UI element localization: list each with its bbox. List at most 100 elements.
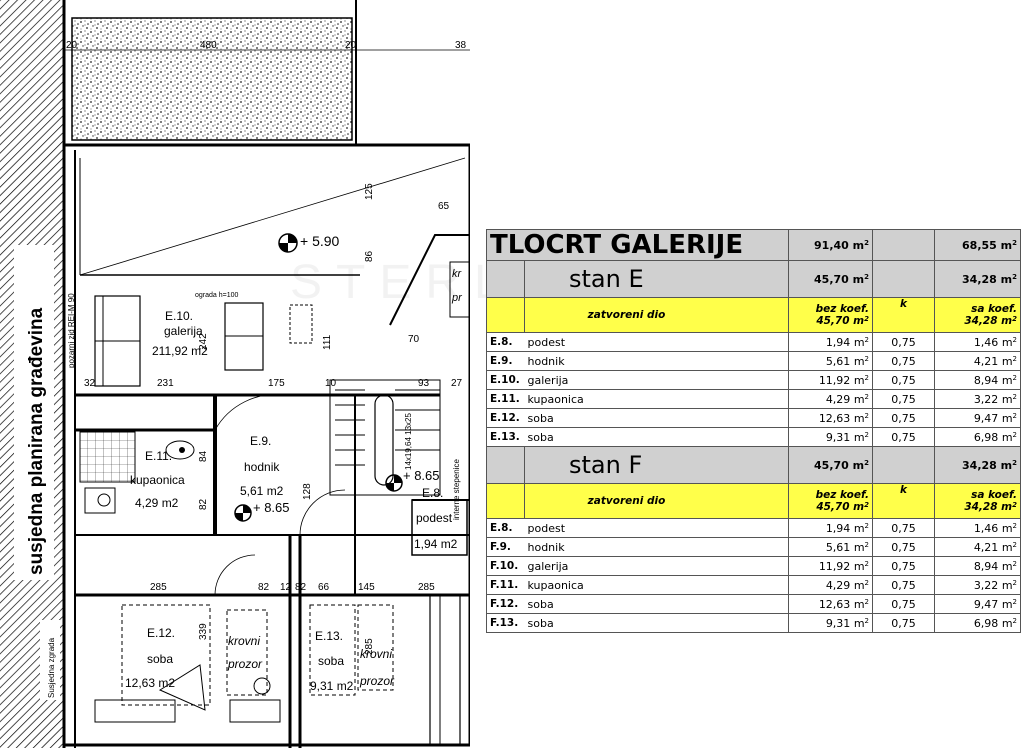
room-code: F.13.	[486, 613, 525, 633]
room-area-e9: 5,61 m2	[240, 484, 284, 498]
room-coef-area: 1,46 m2	[934, 332, 1021, 352]
room-code: E.8.	[486, 332, 525, 352]
room-name: kupaonica	[524, 575, 789, 595]
room-code: E.10.	[486, 370, 525, 390]
room-code-e12: E.12.	[147, 626, 175, 640]
room-name: podest	[524, 518, 789, 538]
room-area: 9,31 m2	[788, 613, 873, 633]
section-name: stan E	[524, 260, 789, 298]
room-coef-area: 3,22 m2	[934, 389, 1021, 409]
room-area: 5,61 m2	[788, 351, 873, 371]
room-name: soba	[524, 427, 789, 447]
k-header: k	[872, 483, 935, 519]
dim-5: 12	[280, 582, 292, 593]
room-area-e10: 211,92 m2	[152, 344, 208, 358]
dim-v-128: 128	[302, 483, 313, 500]
dim-top-3: 20	[345, 40, 357, 51]
room-name: hodnik	[524, 351, 789, 371]
side-label: susjedna planirana građevina	[26, 307, 47, 575]
dim-82b: 66	[318, 582, 330, 593]
stairs	[329, 379, 441, 496]
room-code: E.13.	[486, 427, 525, 447]
room-code: F.9.	[486, 537, 525, 557]
dim-top-4: 38	[455, 40, 467, 51]
dim-r-70: 70	[408, 334, 420, 345]
roof-window-top-2: pr	[451, 292, 463, 304]
section-name: stan F	[524, 446, 789, 484]
dim-v-125: 125	[364, 183, 375, 200]
room-k: 0,75	[872, 370, 935, 390]
level-gallery: + 5.90	[300, 233, 340, 249]
room-k: 0,75	[872, 537, 935, 557]
room-name-e9: hodnik	[244, 460, 280, 474]
closed-total-coef: sa koef.34,28 m2	[934, 297, 1021, 333]
room-k: 0,75	[872, 389, 935, 409]
side-label-small: Susjedna zgrada	[47, 637, 56, 698]
room-area: 12,63 m2	[788, 408, 873, 428]
room-coef-area: 9,47 m2	[934, 408, 1021, 428]
dim-145: 285	[418, 582, 435, 593]
room-code: F.12.	[486, 594, 525, 614]
room-name-e13: soba	[318, 654, 344, 668]
dim-v-111: 111	[322, 334, 333, 350]
room-area: 4,29 m2	[788, 389, 873, 409]
room-code-e13: E.13.	[315, 629, 343, 643]
room-coef-area: 6,98 m2	[934, 613, 1021, 633]
dim-66: 145	[358, 582, 375, 593]
room-name: galerija	[524, 370, 789, 390]
room-area: 11,92 m2	[788, 556, 873, 576]
room-code: E.9.	[486, 351, 525, 371]
bathroom-tiles	[79, 431, 136, 483]
level-stairs: + 8.65	[403, 468, 440, 483]
title-total: 91,40 m2	[788, 229, 873, 261]
room-code: E.12.	[486, 408, 525, 428]
room-code-e8: E.8.	[422, 486, 443, 500]
room-name: soba	[524, 408, 789, 428]
room-code: F.10.	[486, 556, 525, 576]
room-coef-area: 1,46 m2	[934, 518, 1021, 538]
room-coef-area: 4,21 m2	[934, 351, 1021, 371]
dim-v-339: 339	[198, 623, 209, 640]
room-area: 5,61 m2	[788, 537, 873, 557]
dim-left-32: 32	[84, 378, 96, 389]
dim-v-285: 285	[364, 638, 375, 655]
dim-175: 175	[268, 378, 285, 389]
room-name-e10: galerija	[164, 324, 203, 338]
dim-285: 285	[150, 582, 167, 593]
room-k: 0,75	[872, 518, 935, 538]
title-row: TLOCRT GALERIJE 91,40 m2 68,55 m2	[486, 229, 1021, 261]
table-title: TLOCRT GALERIJE	[486, 229, 789, 261]
closed-total: bez koef.45,70 m2	[788, 297, 873, 333]
room-name: soba	[524, 613, 789, 633]
dim-top-2: 480	[200, 40, 217, 51]
room-k: 0,75	[872, 613, 935, 633]
room-code-e9: E.9.	[250, 434, 271, 448]
room-name-e11: kupaonica	[130, 473, 185, 487]
room-code: E.11.	[486, 389, 525, 409]
closed-label: zatvoreni dio	[524, 483, 789, 519]
dim-v-84: 84	[198, 450, 209, 462]
room-coef-area: 3,22 m2	[934, 575, 1021, 595]
room-name: hodnik	[524, 537, 789, 557]
room-area-e11: 4,29 m2	[135, 496, 179, 510]
wall-note: pozarni zid REI-M 90	[67, 293, 76, 368]
dim-10: 10	[325, 378, 337, 389]
room-code-e10: E.10.	[165, 309, 193, 323]
closed-total: bez koef.45,70 m2	[788, 483, 873, 519]
dim-v-242: 242	[198, 333, 209, 350]
room-name: kupaonica	[524, 389, 789, 409]
roof-window-top-1: kr	[452, 268, 463, 280]
room-area-e8: 1,94 m2	[414, 537, 458, 551]
stairs-note: 14x19,64 13x25	[404, 413, 413, 470]
room-name: soba	[524, 594, 789, 614]
